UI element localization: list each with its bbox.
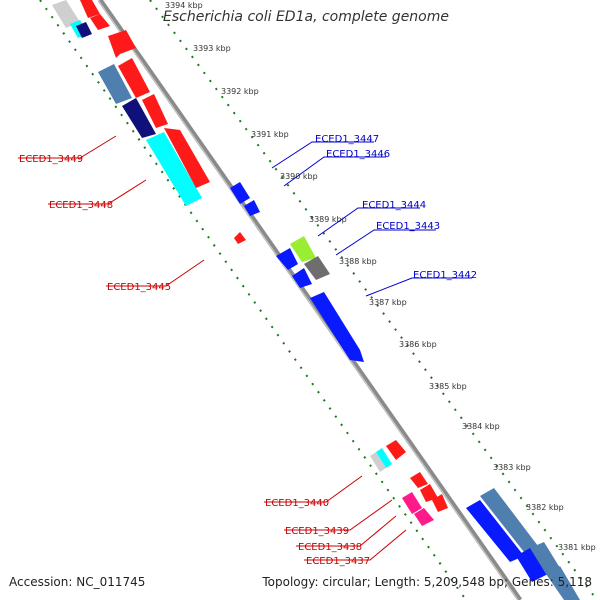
gene-label[interactable]: ECED1_3438 [298,542,362,553]
genome-backbone [97,0,523,600]
leader-line [284,499,393,531]
gene-feature [546,566,580,600]
leader-line [335,229,436,256]
gene-label[interactable]: ECED1_3445 [107,282,171,293]
gene-feature [76,22,92,38]
gene-label[interactable]: ECED1_3437 [306,556,370,567]
gene-feature [402,492,422,514]
map-title: Escherichia coli ED1a, complete genome [163,9,449,25]
leader-line [296,515,397,547]
gene-feature [276,248,298,270]
leader-line [317,207,420,237]
gene-feature [234,232,246,244]
left-gene-labels: ECED1_3449 ECED1_3448 ECED1_3445 ECED1_3… [18,135,407,567]
kbp-tick-label: 3383 kbp [493,463,531,472]
kbp-tick-labels: 3394 kbp 3393 kbp 3392 kbp 3391 kbp 3390… [165,1,596,552]
gene-feature [414,508,434,526]
gene-feature [142,94,168,128]
gene-feature [370,452,386,472]
gene-label[interactable]: ECED1_3442 [413,270,477,281]
gene-feature [516,548,548,582]
gene-feature [244,200,260,216]
leader-line [365,277,472,297]
genome-backbone-highlight [97,0,519,600]
gene-feature [304,256,330,280]
gene-feature [52,0,80,28]
gene-feature [146,132,202,206]
gene-feature [310,292,364,362]
kbp-tick-label: 3392 kbp [221,87,259,96]
gene-label[interactable]: ECED1_3439 [285,526,349,537]
gene-label[interactable]: ECED1_3446 [326,149,390,160]
gene-feature [164,128,210,188]
gene-feature [122,98,156,138]
kbp-tick-label: 3382 kbp [526,503,564,512]
kbp-tick-label: 3385 kbp [429,382,467,391]
kbp-tick-label: 3389 kbp [309,215,347,224]
gene-feature [292,268,312,288]
gene-feature [386,440,406,460]
gene-cluster-top [52,0,210,206]
kbp-tick-label: 3386 kbp [399,340,437,349]
accession-text: Accession: NC_011745 [9,575,146,589]
gene-label[interactable]: ECED1_3443 [376,221,440,232]
gene-cluster-middle [230,182,364,362]
gene-feature [290,236,316,262]
leader-line [106,259,205,287]
gene-feature [376,448,392,468]
gene-feature [530,542,560,574]
right-gene-labels: ECED1_3447 ECED1_3446 ECED1_3444 ECED1_3… [271,134,477,297]
gene-label[interactable]: ECED1_3444 [362,200,426,211]
gene-label[interactable]: ECED1_3447 [315,134,379,145]
kbp-tick-label: 3393 kbp [193,44,231,53]
leader-line [304,529,407,561]
kbp-tick-label: 3391 kbp [251,130,289,139]
leader-line [264,475,363,503]
gene-feature [466,500,524,562]
gene-label[interactable]: ECED1_3440 [265,498,329,509]
gene-feature [108,30,136,58]
leader-line [283,156,386,187]
kbp-tick-label: 3387 kbp [369,298,407,307]
gene-label[interactable]: ECED1_3448 [49,200,113,211]
kbp-tick-label: 3394 kbp [165,1,203,10]
gene-cluster-bottom [370,440,580,600]
gene-feature [480,488,538,552]
kbp-tick-label: 3381 kbp [558,543,596,552]
kbp-tick-label: 3390 kbp [280,172,318,181]
leader-line [271,141,374,169]
gene-feature [432,494,448,512]
gene-label[interactable]: ECED1_3449 [19,154,83,165]
topology-text: Topology: circular; Length: 5,209,548 bp… [262,575,592,589]
gene-feature [420,484,438,502]
kbp-tick-label: 3384 kbp [462,422,500,431]
kbp-tick-label: 3388 kbp [339,257,377,266]
leader-line [48,179,147,205]
leader-line [18,135,117,159]
gene-feature [80,0,100,18]
gene-feature [118,58,150,98]
gene-feature [230,182,250,204]
gene-feature [90,14,110,30]
gene-feature [98,64,132,104]
gene-feature [410,472,428,488]
